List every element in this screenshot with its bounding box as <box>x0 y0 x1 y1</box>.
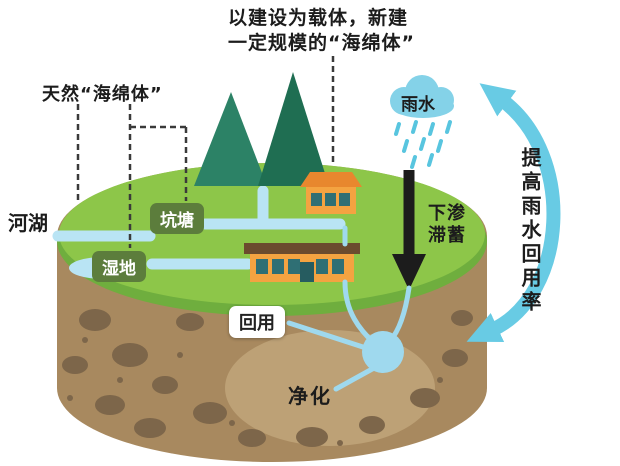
house-icon <box>300 172 362 214</box>
purification-label: 净化 <box>288 384 332 408</box>
infiltration-label: 下渗 滞蓄 <box>428 203 466 247</box>
tree-icon <box>258 72 329 186</box>
rain-label: 雨水 <box>401 95 435 115</box>
tree-icons <box>194 72 329 186</box>
down-arrow-icon <box>392 170 426 290</box>
building-icon <box>244 243 360 282</box>
raindrops-icon <box>394 120 452 169</box>
top-title-line2: 一定规模的“海绵体” <box>228 32 415 54</box>
cycle-arrow-icon <box>466 83 561 343</box>
rain-cloud-icon <box>390 75 454 118</box>
side-note-label: 提高雨水回用率 <box>518 147 542 315</box>
water-channel <box>52 185 346 270</box>
pond-badge: 坑塘 <box>150 203 204 234</box>
storage-tank-icon <box>362 331 404 373</box>
reuse-badge: 回用 <box>229 306 285 338</box>
dashed-connectors <box>76 56 335 248</box>
top-title-line1: 以建设为载体，新建 <box>228 7 409 29</box>
infiltration-line2: 滞蓄 <box>428 225 466 246</box>
river-lake-label: 河湖 <box>8 211 48 235</box>
tree-icon <box>194 92 267 186</box>
infiltration-line1: 下渗 <box>428 203 466 224</box>
wetland-badge: 湿地 <box>92 251 146 282</box>
natural-sponge-label: 天然“海绵体” <box>42 84 163 105</box>
rocks <box>62 309 473 447</box>
